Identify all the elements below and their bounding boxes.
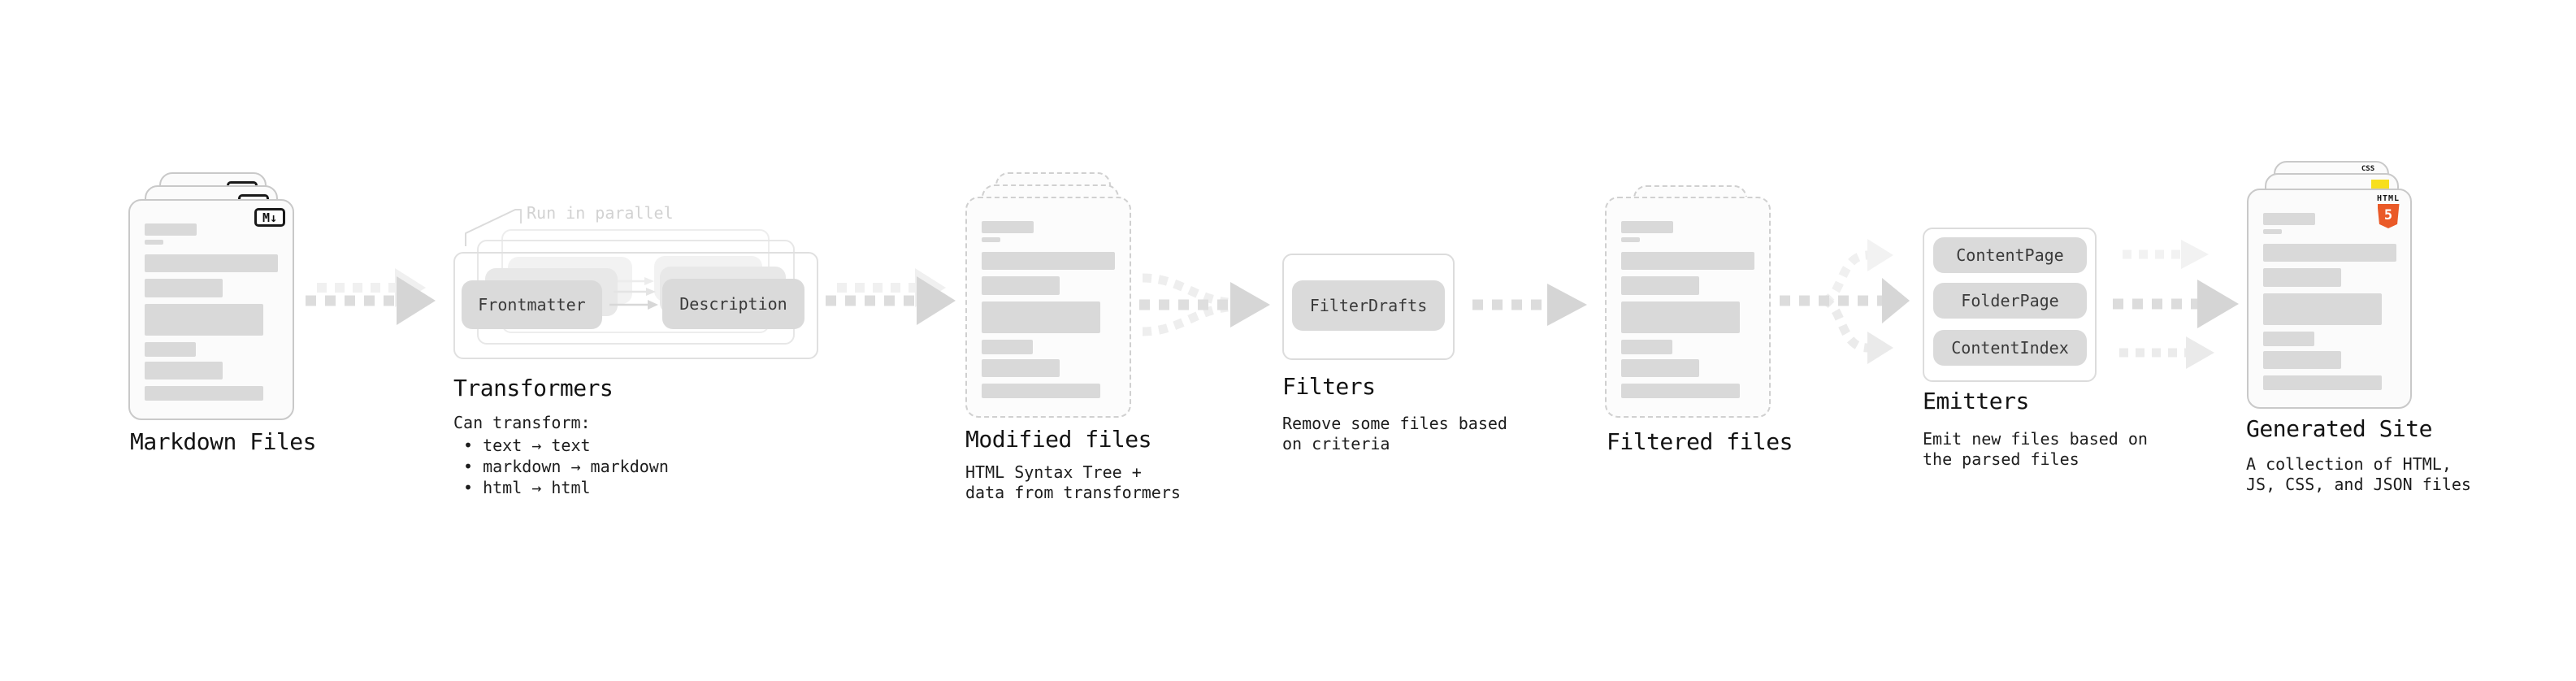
caption-line: on criteria [1282,434,1390,453]
contentindex-box: ContentIndex [1933,330,2087,366]
modified-file-sheet-front [965,197,1131,418]
emitters-container [1923,228,2097,382]
caption-line: data from transformers [965,483,1181,502]
filters-container [1282,254,1455,360]
folderpage-box: FolderPage [1933,283,2087,319]
frontmatter-box: Frontmatter [462,280,602,329]
arrow-markdown-to-transformers [306,268,436,325]
arrows-emitters-to-generated [2113,240,2239,369]
html5-icon-label: HTML [2376,194,2400,203]
parallel-arrows-icon [609,277,658,310]
markdown-icon: M↓ [254,208,285,227]
document-content-placeholder [2263,213,2396,390]
caption-line: A collection of HTML, [2246,454,2452,474]
caption-line: JS, CSS, and JSON files [2246,475,2471,494]
caption-line: HTML Syntax Tree + [965,462,1142,482]
document-content-placeholder [982,221,1115,398]
markdown-files-title: Markdown Files [130,428,317,455]
caption-line: Emit new files based on [1923,429,2148,449]
emitters-title: Emitters [1923,388,2029,414]
markdown-file-sheet-front: M↓ [128,199,294,420]
description-box: Description [662,279,804,329]
filtered-files-title: Filtered files [1607,428,1793,455]
generated-site-title: Generated Site [2246,415,2433,442]
arrow-filters-to-filtered [1472,284,1587,326]
document-content-placeholder [145,223,278,401]
transformers-title: Transformers [453,375,614,401]
transformers-bullet-list: text → text markdown → markdown html → h… [453,435,669,498]
contentpage-box: ContentPage [1933,237,2087,273]
modified-files-title: Modified files [965,426,1152,453]
filters-title: Filters [1282,373,1376,400]
modified-files-caption: HTML Syntax Tree + data from transformer… [965,462,1181,503]
filterdrafts-box: FilterDrafts [1292,280,1445,331]
caption-line: the parsed files [1923,449,2079,469]
document-content-placeholder [1621,221,1754,398]
bullet-item: text → text [463,435,669,456]
emitters-caption: Emit new files based on the parsed files [1923,429,2148,470]
run-in-parallel-leader-line [465,209,522,246]
run-in-parallel-note: Run in parallel [527,203,674,223]
html5-icon: HTML 5 [2374,194,2402,228]
caption-line: Remove some files based [1282,414,1507,433]
transformers-caption: Can transform: text → text markdown → ma… [453,413,669,498]
arrow-transformers-to-modified [826,268,956,325]
generated-html-sheet: HTML 5 [2247,189,2412,409]
arrow-fanout-filtered-to-emitters [1780,239,1910,364]
filters-caption: Remove some files based on criteria [1282,414,1507,454]
transformer-container-front [453,252,818,359]
arrow-merge-modified-to-filters [1139,273,1270,336]
transformers-caption-heading: Can transform: [453,413,591,432]
css-icon-label: CSS [2361,165,2375,173]
html5-icon-shield: 5 [2377,204,2400,228]
bullet-item: html → html [463,477,669,498]
generated-site-caption: A collection of HTML, JS, CSS, and JSON … [2246,454,2471,495]
bullet-item: markdown → markdown [463,456,669,477]
filtered-file-sheet-front [1605,197,1771,418]
